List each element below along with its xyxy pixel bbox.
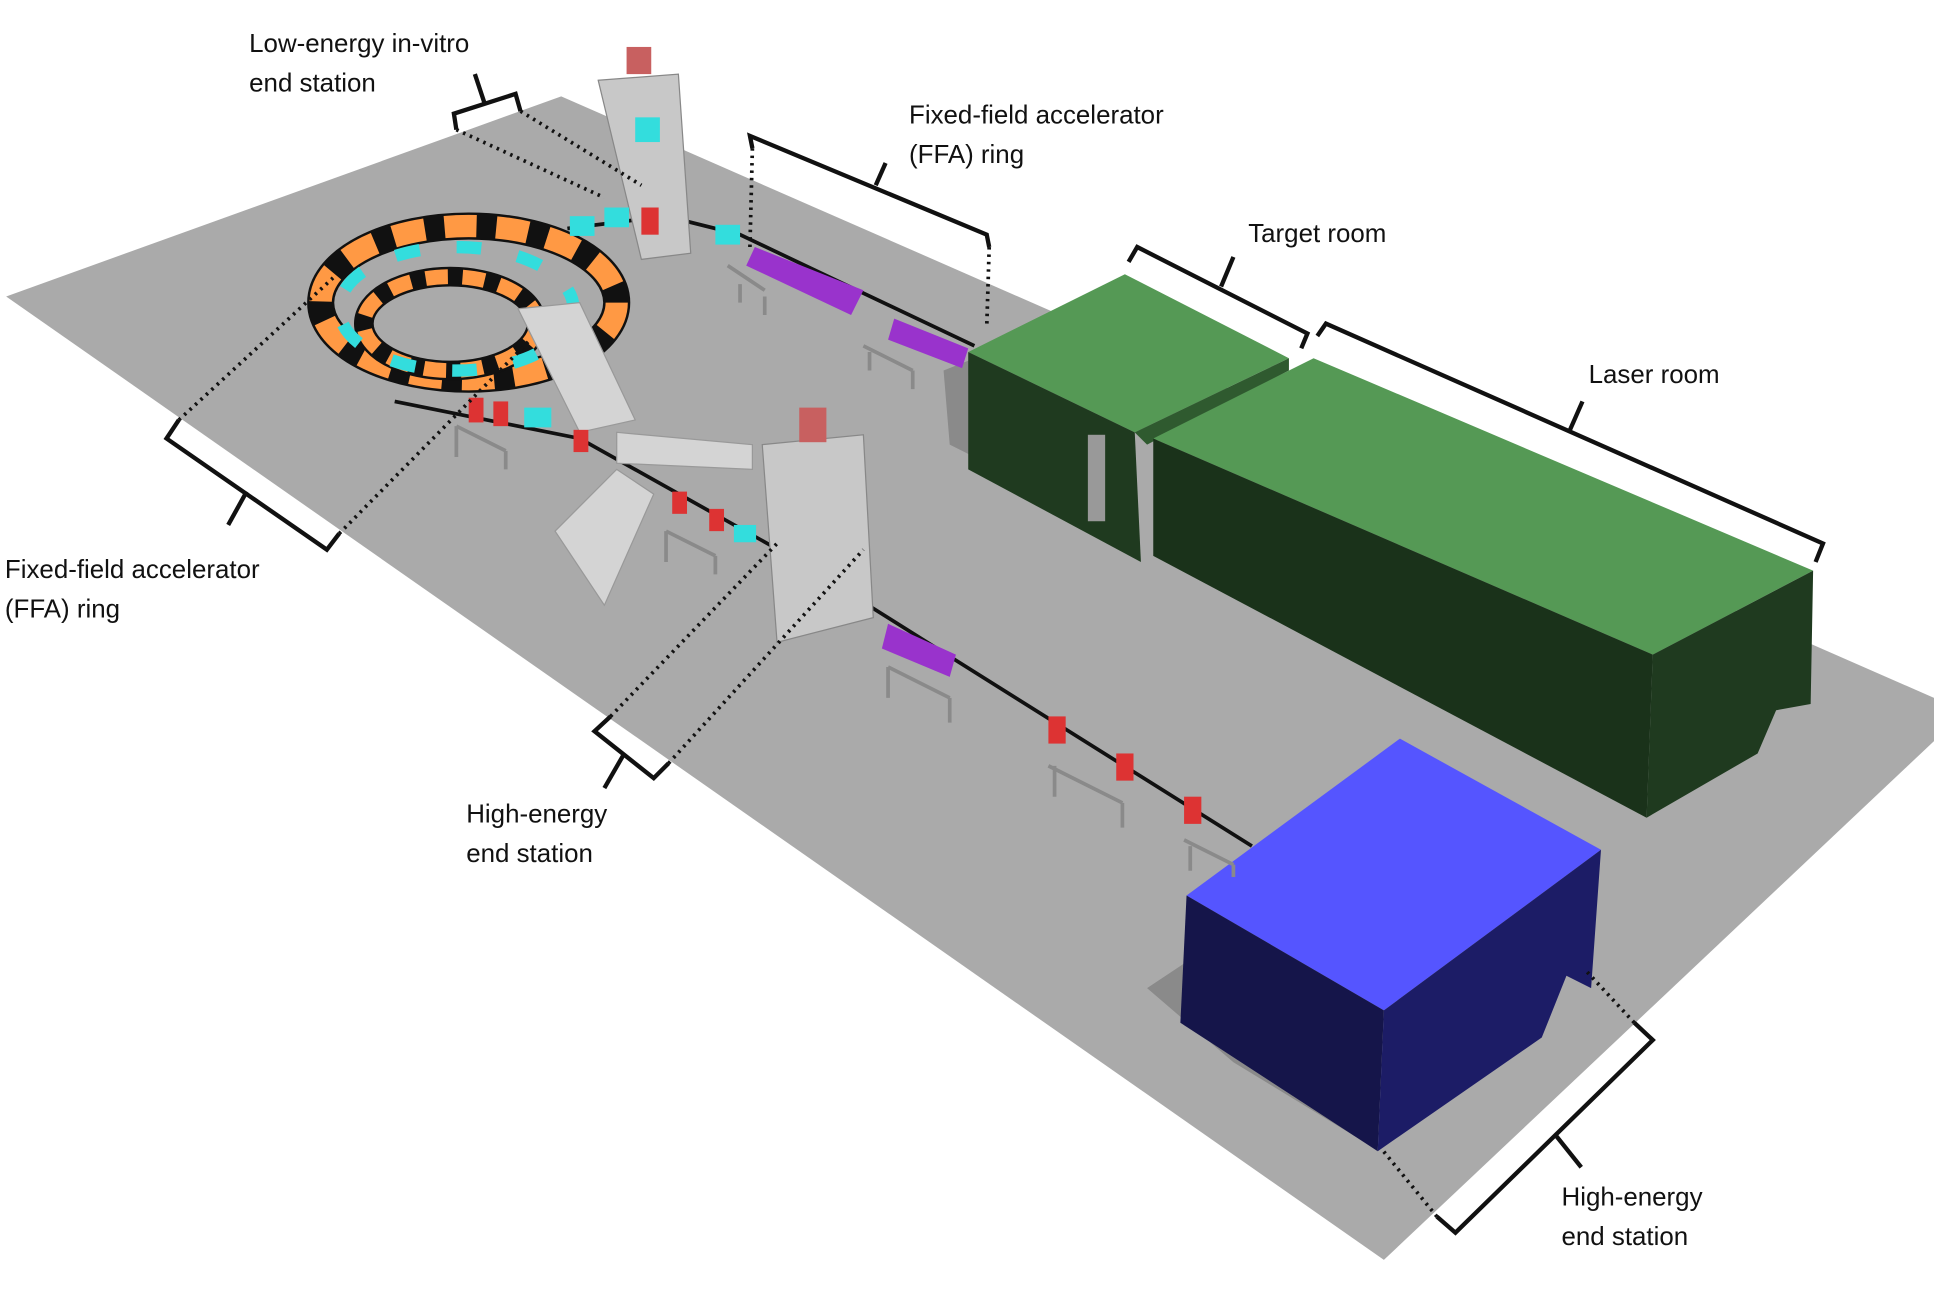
bracket-target-room bbox=[1126, 244, 1311, 350]
label-ffa-ring-top: Fixed-field accelerator(FFA) ring bbox=[909, 102, 1164, 170]
bracket-low-energy bbox=[451, 73, 643, 200]
support-stands bbox=[454, 264, 1236, 877]
bracket-ffa-top bbox=[747, 132, 992, 328]
room-shadow bbox=[1147, 963, 1376, 1149]
label-target-room: Target room bbox=[1248, 220, 1386, 248]
bracket-laser-room bbox=[1315, 320, 1826, 563]
target-room bbox=[968, 274, 1289, 563]
bracket-ffa-left bbox=[163, 276, 532, 553]
laser-room bbox=[1153, 358, 1814, 818]
label-laser-room: Laser room bbox=[1589, 361, 1720, 389]
staircase bbox=[517, 301, 754, 607]
tower-low-energy bbox=[597, 46, 692, 261]
high-energy-room bbox=[1180, 738, 1601, 1152]
room-shadow bbox=[943, 358, 975, 458]
tower-high-energy bbox=[761, 407, 874, 644]
label-ffa-ring-left: Fixed-field accelerator(FFA) ring bbox=[5, 556, 260, 624]
bracket-high-energy-mid bbox=[591, 542, 865, 790]
bracket-high-energy-right bbox=[1379, 968, 1656, 1236]
magnets bbox=[468, 207, 1202, 824]
